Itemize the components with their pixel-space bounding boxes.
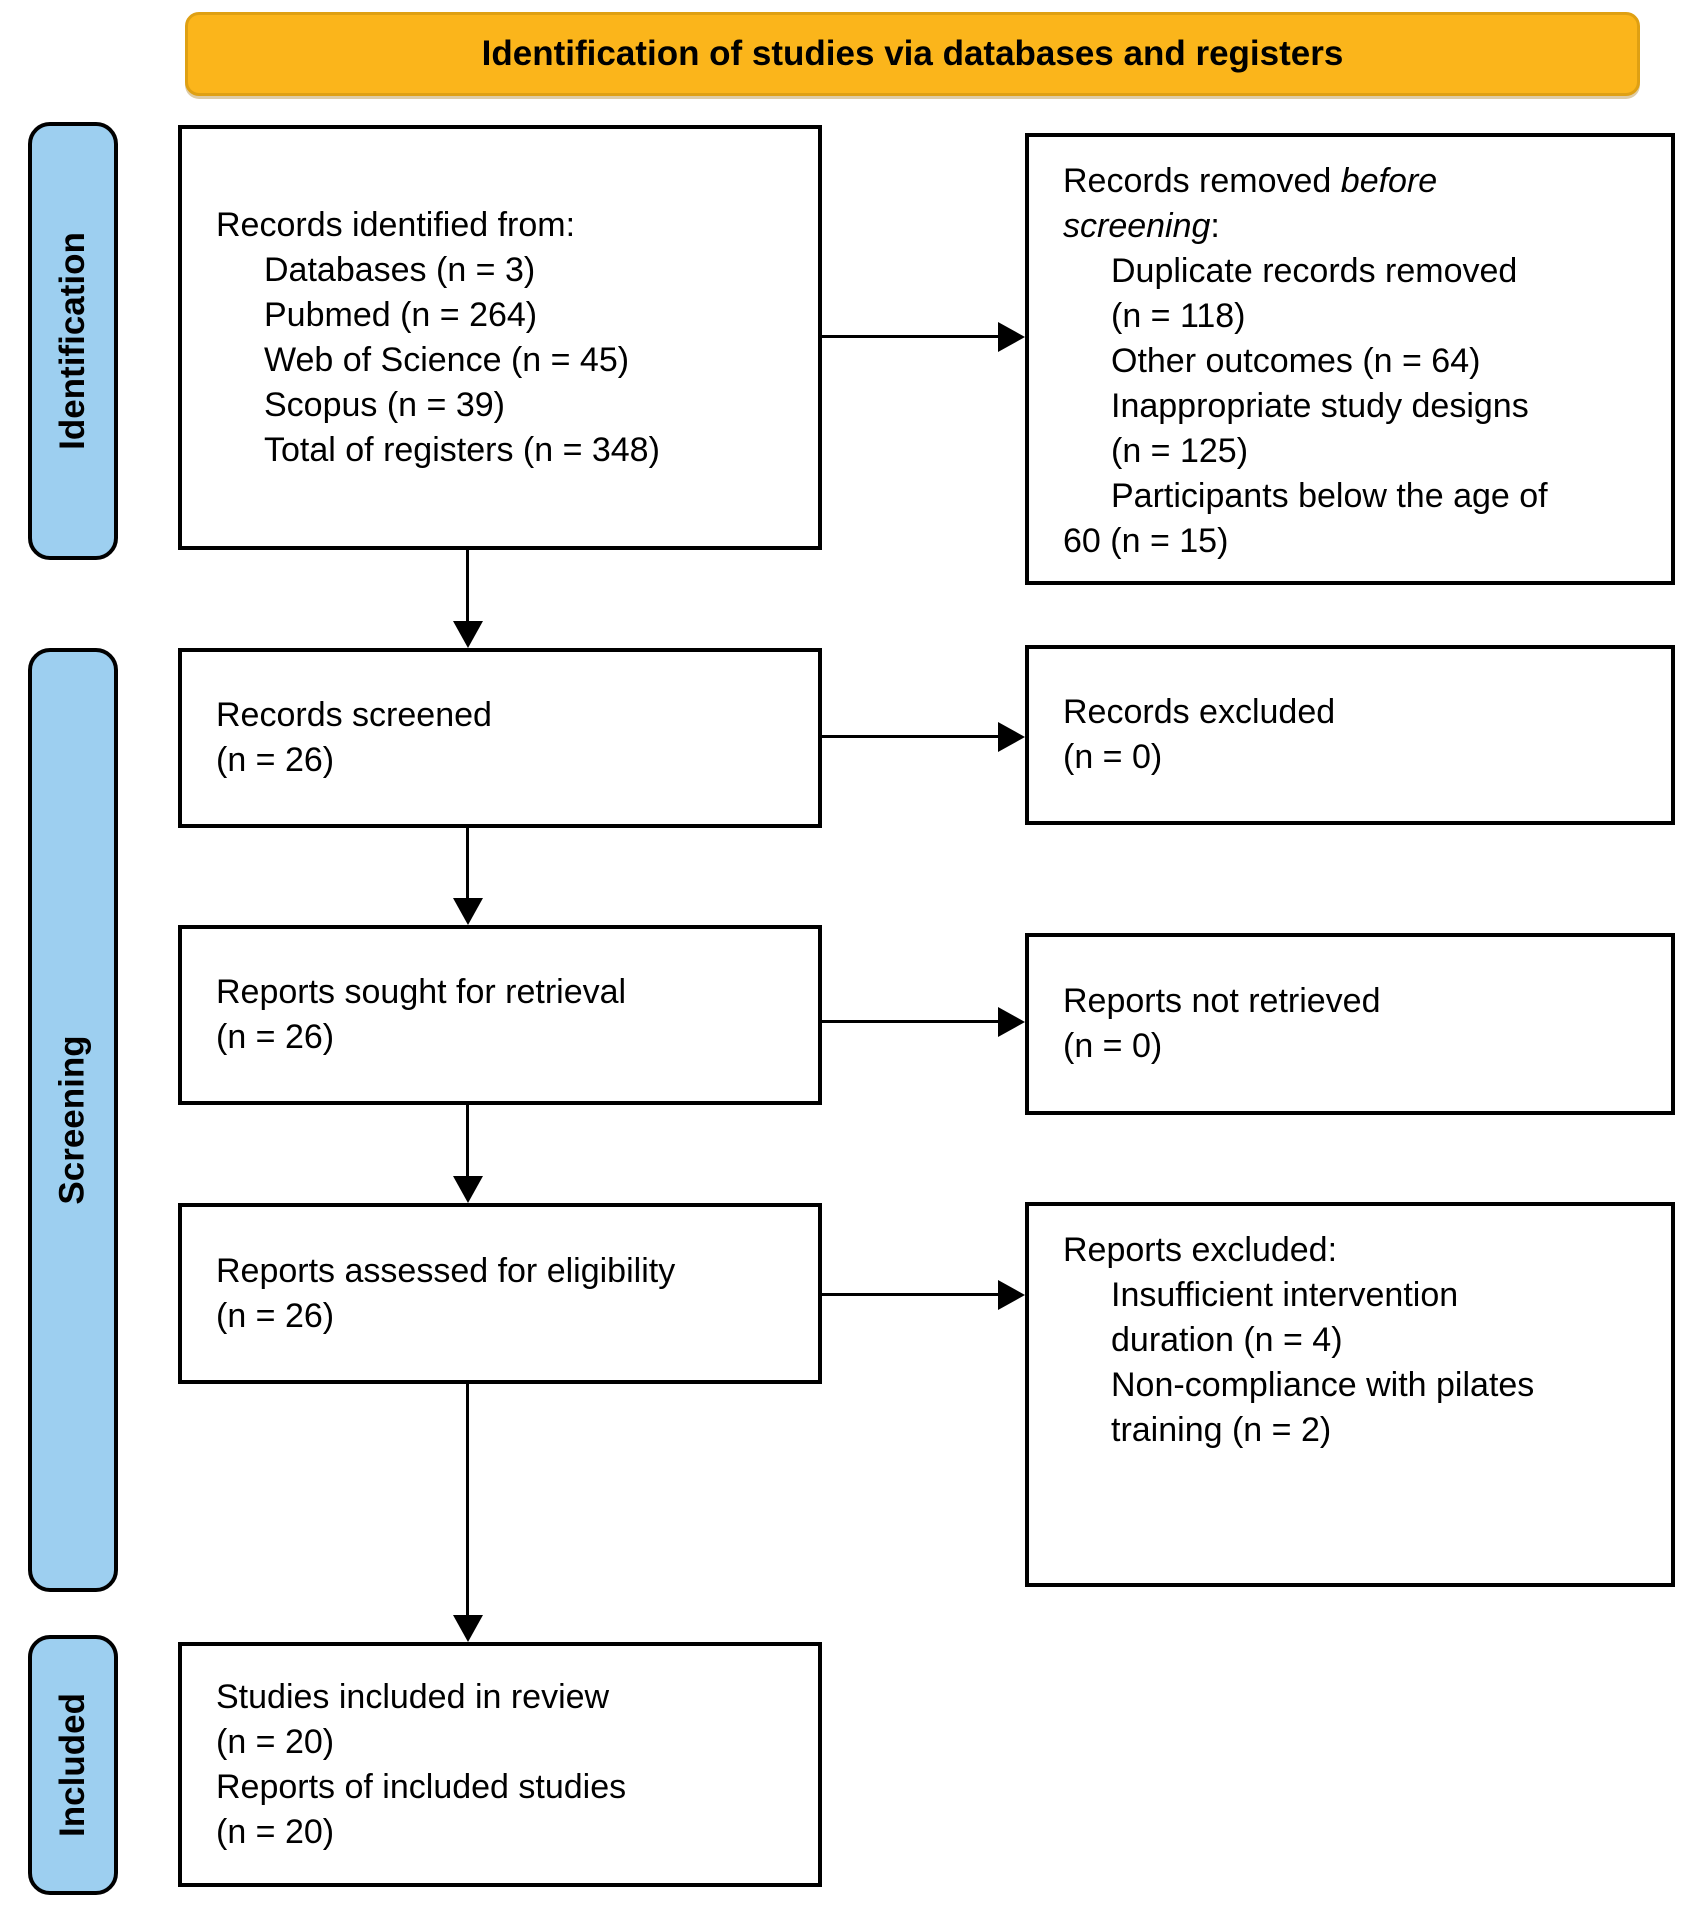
stage-label-identification: Identification — [28, 122, 118, 560]
text-line: Studies included in review — [216, 1677, 610, 1716]
text-line: (n = 0) — [1063, 1027, 1163, 1065]
text-line: 60 (n = 15) — [1063, 522, 1229, 560]
arrowhead-down-icon — [453, 1615, 483, 1642]
header-title: Identification of studies via databases … — [481, 34, 1344, 73]
arrowhead-right-icon — [998, 722, 1025, 752]
text-line: duration (n = 4) — [1111, 1321, 1343, 1359]
text-fragment: Records removed — [1063, 162, 1341, 200]
box-records-excluded: Records excluded (n = 0) — [1025, 645, 1675, 825]
text-line: Web of Science (n = 45) — [264, 340, 630, 379]
text-line: Duplicate records removed — [1111, 252, 1518, 290]
stage-identification-text: Identification — [53, 232, 92, 450]
box-reports-sought: Reports sought for retrieval (n = 26) — [178, 925, 822, 1105]
arrowhead-down-icon — [453, 1176, 483, 1203]
arrow-line — [466, 1105, 469, 1179]
arrow-line — [822, 1293, 1000, 1296]
text-line: Reports sought for retrieval — [216, 973, 627, 1011]
stage-included-text: Included — [53, 1693, 92, 1837]
arrow-line — [466, 550, 469, 624]
header-banner: Identification of studies via databases … — [185, 12, 1640, 96]
arrowhead-down-icon — [453, 898, 483, 925]
stage-label-screening: Screening — [28, 648, 118, 1592]
text-line: Records screened — [216, 696, 492, 734]
text-fragment-italic: screening — [1063, 207, 1211, 245]
text-line: Reports assessed for eligibility — [216, 1251, 676, 1290]
arrow-line — [822, 335, 1000, 338]
text-line: (n = 125) — [1111, 432, 1249, 470]
text-line: Non-compliance with pilates — [1111, 1366, 1535, 1404]
arrow-line — [466, 1384, 469, 1618]
text-line: (n = 26) — [216, 1296, 335, 1335]
arrow-line — [466, 828, 469, 901]
text-line: (n = 26) — [216, 741, 335, 779]
text-line: Records excluded — [1063, 693, 1336, 731]
arrowhead-right-icon — [998, 1280, 1025, 1310]
arrow-line — [822, 735, 1000, 738]
text-line: screening: — [1063, 204, 1637, 249]
box-reports-excluded: Reports excluded: Insufficient intervent… — [1025, 1202, 1675, 1587]
text-line: Reports not retrieved — [1063, 982, 1381, 1020]
text-fragment: : — [1210, 207, 1220, 245]
box-records-identified: Records identified from: Databases (n = … — [178, 125, 822, 550]
text-line: (n = 0) — [1063, 738, 1163, 776]
box-records-removed: Records removed before screening: Duplic… — [1025, 133, 1675, 585]
box-records-screened: Records screened (n = 26) — [178, 648, 822, 828]
arrowhead-down-icon — [453, 621, 483, 648]
text-line: (n = 20) — [216, 1722, 335, 1761]
text-fragment-italic: before — [1340, 162, 1438, 200]
text-line: (n = 26) — [216, 1018, 335, 1056]
text-line: Records removed before — [1063, 159, 1637, 204]
arrow-line — [822, 1020, 1000, 1023]
text-line: training (n = 2) — [1111, 1411, 1332, 1449]
text-line: Participants below the age of — [1111, 477, 1548, 515]
text-line: (n = 118) — [1111, 297, 1246, 335]
stage-label-included: Included — [28, 1635, 118, 1895]
text-line: Insufficient intervention — [1111, 1276, 1459, 1314]
text-line: Other outcomes (n = 64) — [1111, 342, 1481, 380]
stage-screening-text: Screening — [53, 1035, 93, 1205]
text-line: Inappropriate study designs — [1111, 387, 1529, 425]
text-line: Scopus (n = 39) — [264, 385, 505, 424]
arrowhead-right-icon — [998, 322, 1025, 352]
text-line: Total of registers (n = 348) — [264, 430, 660, 469]
text-line: Reports excluded: — [1063, 1231, 1338, 1269]
text-line: Pubmed (n = 264) — [264, 295, 538, 334]
arrowhead-right-icon — [998, 1007, 1025, 1037]
text-line: Records identified from: — [216, 205, 576, 244]
box-reports-not-retrieved: Reports not retrieved (n = 0) — [1025, 933, 1675, 1115]
box-studies-included: Studies included in review (n = 20) Repo… — [178, 1642, 822, 1887]
box-reports-assessed: Reports assessed for eligibility (n = 26… — [178, 1203, 822, 1384]
text-line: Reports of included studies — [216, 1767, 627, 1806]
text-line: Databases (n = 3) — [264, 250, 536, 289]
text-line: (n = 20) — [216, 1812, 335, 1851]
